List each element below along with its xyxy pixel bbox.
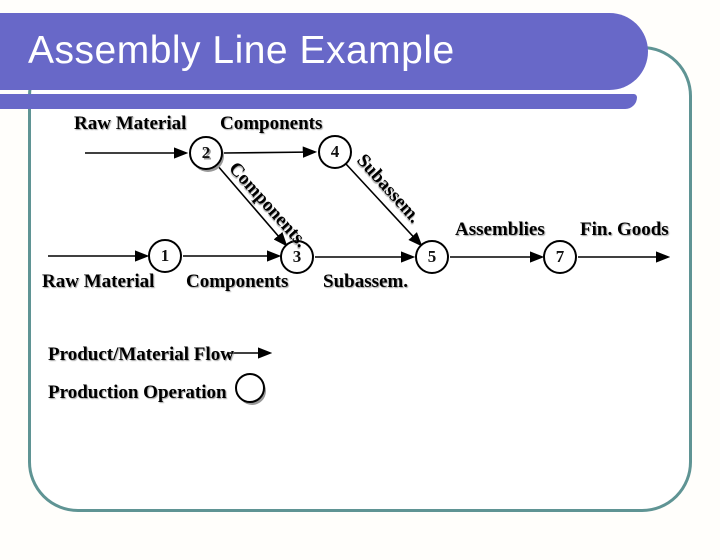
title-banner-underline [0, 94, 637, 109]
operation-node-4: 4 [318, 135, 352, 169]
arrow-2-to-4 [223, 146, 318, 158]
production-operation-circle-icon [235, 373, 265, 403]
legend-flow-label: Product/Material Flow [48, 344, 234, 365]
arrow-4-to-5 [345, 163, 423, 247]
label-components-bottom: Components [186, 271, 289, 292]
legend-operation-label: Production Operation [48, 382, 227, 403]
label-components-top: Components [220, 113, 323, 134]
content-frame-border [28, 46, 692, 512]
label-assemblies: Assemblies [455, 219, 545, 240]
label-raw-material-bottom: Raw Material [42, 271, 155, 292]
operation-node-5: 5 [415, 240, 449, 274]
label-fin-goods: Fin. Goods [580, 219, 669, 240]
arrow-2-to-3 [216, 164, 288, 247]
operation-node-2: 2 [189, 136, 223, 170]
title-banner: Assembly Line Example [0, 13, 648, 90]
label-raw-material-top: Raw Material [74, 113, 187, 134]
label-subassem-bottom: Subassem. [323, 271, 408, 292]
operation-node-1: 1 [148, 239, 182, 273]
operation-node-7: 7 [543, 240, 577, 274]
slide-title: Assembly Line Example [28, 29, 455, 72]
